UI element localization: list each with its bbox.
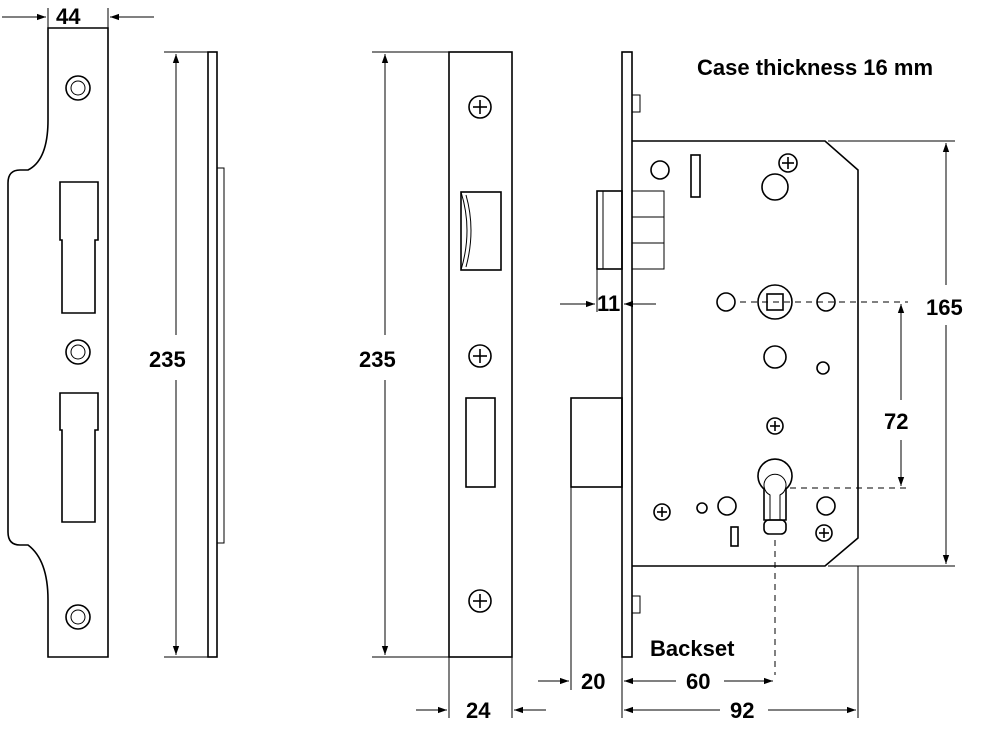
case-screw-bottom-left	[653, 503, 671, 521]
forend-height-value: 235	[359, 347, 396, 372]
backset-dimension: 60	[624, 669, 773, 694]
side-deadbolt	[570, 397, 623, 488]
strike-plate-side-view	[207, 51, 225, 658]
latch-projection-dimension: 11	[560, 269, 656, 316]
forend-width-dimension: 24	[416, 657, 546, 723]
deadbolt	[465, 397, 496, 488]
strike-latch-opening	[59, 181, 99, 314]
side-forend	[621, 51, 633, 658]
case-height-dimension: 165	[828, 140, 963, 567]
backset-label: Backset	[650, 636, 735, 661]
centre-distance-dimension: 72	[884, 304, 908, 486]
strike-height-value: 235	[149, 347, 186, 372]
forend-height-dimension: 235	[359, 51, 449, 658]
deadbolt-projection-dimension: 20	[538, 487, 623, 718]
latch-projection-value: 11	[597, 291, 620, 316]
side-latch-bolt	[596, 190, 665, 270]
strike-width-dimension: 44	[2, 4, 154, 30]
overall-depth-value: 92	[730, 698, 754, 723]
lock-body-side-view	[570, 51, 908, 675]
strike-screw-hole-top	[65, 75, 91, 101]
strike-screw-hole-middle	[65, 339, 91, 365]
forend-screw-middle	[468, 344, 492, 368]
strike-width-value: 44	[56, 4, 81, 29]
overall-depth-dimension: 92	[624, 566, 859, 723]
forend-width-value: 24	[466, 698, 491, 723]
case-height-value: 165	[926, 295, 963, 320]
case-screw-top	[778, 153, 798, 173]
forend-plate	[448, 51, 513, 658]
euro-cylinder-cutout	[757, 458, 793, 535]
strike-plate-outline	[7, 27, 109, 658]
case-screw-middle	[766, 417, 784, 435]
forend-screw-bottom	[468, 589, 492, 613]
case-screw-bottom-right	[815, 524, 833, 542]
lock-case	[632, 140, 859, 567]
deadbolt-projection-value: 20	[581, 669, 605, 694]
centre-distance-value: 72	[884, 409, 908, 434]
strike-plate-front-view	[7, 27, 109, 658]
latch-bolt	[460, 191, 502, 271]
backset-value: 60	[686, 669, 710, 694]
case-thickness-note: Case thickness 16 mm	[697, 55, 933, 80]
strike-deadbolt-opening	[59, 392, 99, 523]
forend-screw-top	[468, 95, 492, 119]
strike-screw-hole-bottom	[65, 604, 91, 630]
forend-front-view	[448, 51, 513, 658]
strike-height-dimension: 235	[149, 51, 208, 658]
